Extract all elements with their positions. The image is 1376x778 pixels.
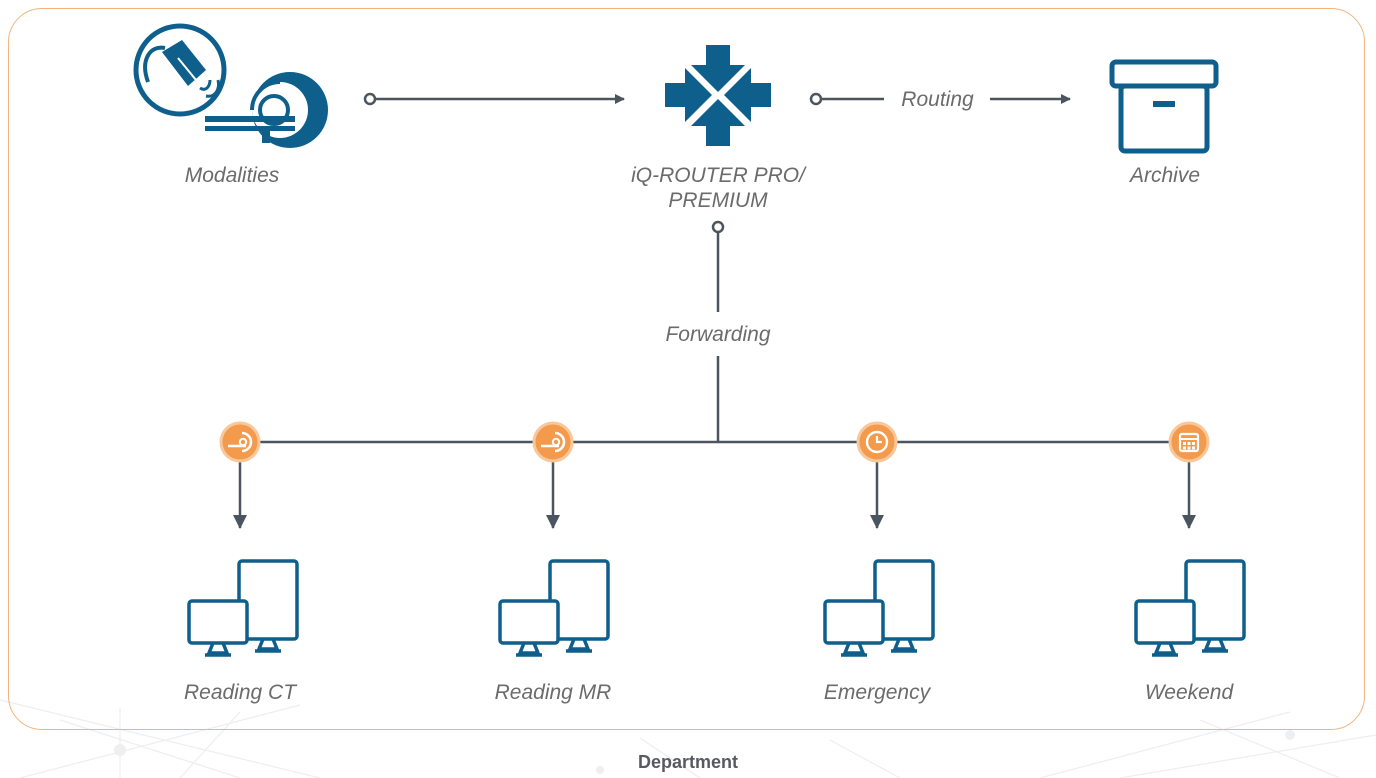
workstation-icon xyxy=(823,559,935,657)
ct-scanner-icon xyxy=(219,421,261,463)
mr-scanner-icon xyxy=(532,421,574,463)
destination-label-weekend: Weekend xyxy=(1144,681,1234,704)
destination-arrows xyxy=(233,460,1196,529)
router-arrows-icon xyxy=(665,45,771,146)
archive-box-icon xyxy=(1109,59,1219,154)
workstation-icon xyxy=(498,559,610,657)
edge-router-to-archive xyxy=(809,92,1071,106)
department-footer: Department xyxy=(637,752,739,772)
destination-label-reading-mr: Reading MR xyxy=(494,681,612,704)
clock-icon xyxy=(856,421,898,463)
modalities-label: Modalities xyxy=(184,164,280,187)
diagram-frame xyxy=(8,8,1365,730)
destination-label-emergency: Emergency xyxy=(823,681,931,704)
workstation-icon xyxy=(1134,559,1246,657)
routing-label: Routing xyxy=(901,88,974,111)
modalities-icon xyxy=(133,23,328,148)
edge-modalities-to-router xyxy=(363,92,625,106)
calendar-icon xyxy=(1168,421,1210,463)
forwarding-label: Forwarding xyxy=(665,323,771,346)
workstation-icon xyxy=(187,559,299,657)
router-label: iQ-ROUTER PRO/ PREMIUM xyxy=(631,164,805,212)
destination-label-reading-ct: Reading CT xyxy=(183,681,297,704)
archive-label: Archive xyxy=(1129,164,1201,187)
edge-router-forwarding xyxy=(240,220,1190,444)
